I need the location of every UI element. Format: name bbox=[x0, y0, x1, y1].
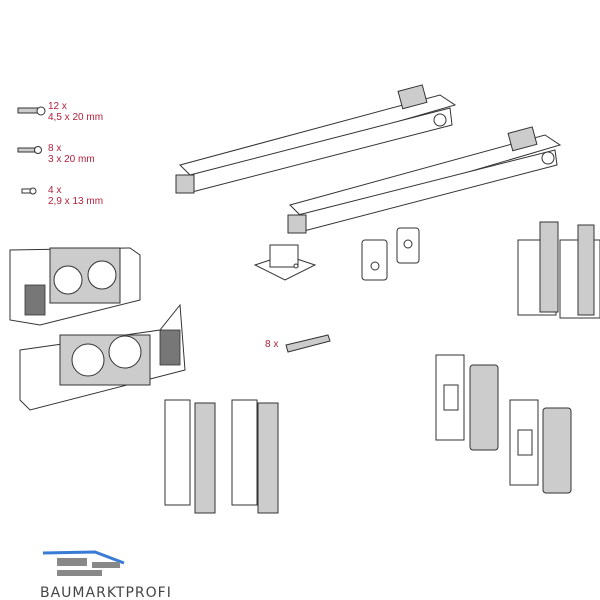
screw-large-size: 4,5 x 20 mm bbox=[48, 112, 104, 123]
glass-clamp-set bbox=[164, 399, 279, 514]
stopper-plate-2 bbox=[396, 227, 420, 264]
roller-carrier-1 bbox=[9, 247, 141, 326]
baumarktprofi-logo-mark bbox=[42, 550, 125, 576]
end-cap-set bbox=[435, 354, 572, 494]
baumarktprofi-logo-text: BAUMARKTPROFI bbox=[40, 585, 172, 600]
screw-medium-size: 3 x 20 mm bbox=[48, 154, 95, 165]
pin-quantity: 8 x bbox=[265, 339, 279, 350]
pin-icon bbox=[285, 334, 331, 353]
soft-close-damper-2 bbox=[287, 126, 562, 234]
soft-close-damper-1 bbox=[175, 84, 457, 194]
screw-large-icon bbox=[17, 106, 46, 116]
stopper-plate bbox=[361, 239, 388, 281]
screw-small-quantity: 4 x bbox=[48, 185, 62, 196]
screw-large-quantity: 12 x bbox=[48, 101, 67, 112]
roller-carrier-2 bbox=[19, 303, 186, 411]
screw-medium-quantity: 8 x bbox=[48, 143, 62, 154]
mounting-bracket-pair bbox=[517, 221, 600, 319]
screw-small-size: 2,9 x 13 mm bbox=[48, 196, 104, 207]
screw-small-icon bbox=[21, 187, 37, 195]
guide-bracket bbox=[253, 244, 317, 281]
screw-medium-icon bbox=[17, 146, 42, 154]
